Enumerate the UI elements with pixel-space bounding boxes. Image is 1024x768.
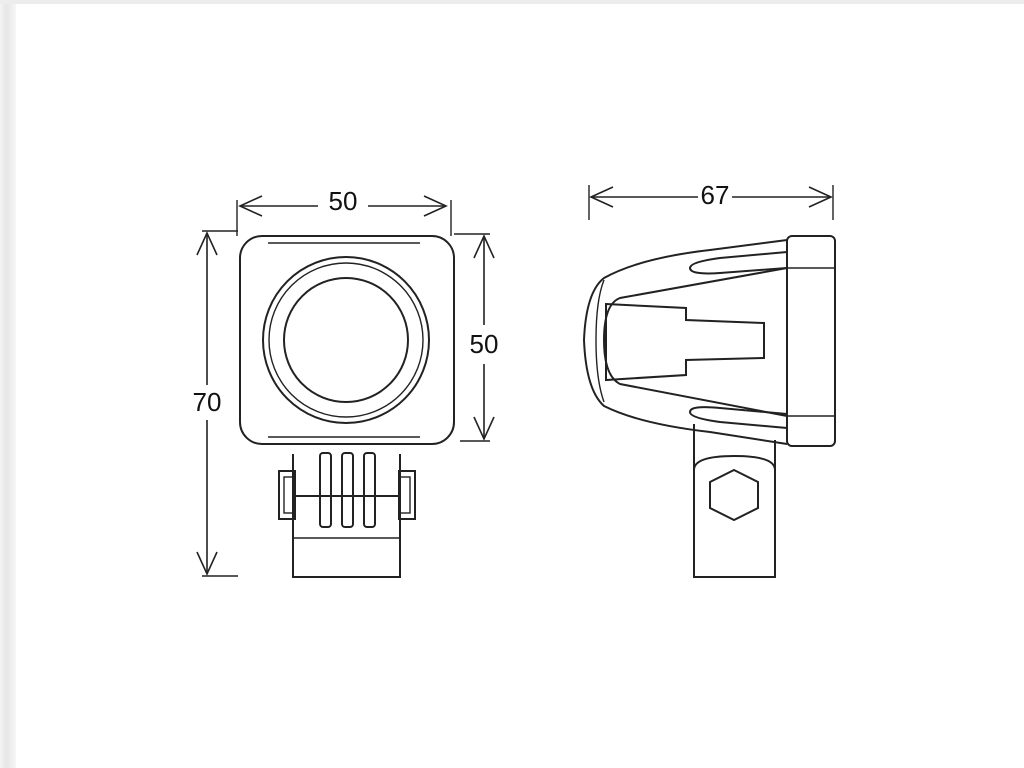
dim-front-height-arrow-bottom <box>473 416 495 441</box>
side-mount-arc <box>693 454 776 471</box>
dim-front-height-label: 50 <box>470 329 499 359</box>
side-fin-top <box>688 251 788 275</box>
top-page-edge <box>0 0 1024 4</box>
dim-side-depth-arrow-right <box>808 186 833 208</box>
dim-front-width-arrow-right <box>423 195 448 217</box>
dim-front-height: 50 <box>454 233 499 442</box>
dim-front-width-arrow-left <box>238 195 263 217</box>
side-fin-bottom <box>688 406 788 429</box>
dim-front-width-label: 50 <box>329 186 358 216</box>
side-mount-body <box>693 424 776 578</box>
dim-total-height: 70 <box>193 230 238 577</box>
dim-side-depth-label: 67 <box>701 180 730 210</box>
front-fin-1 <box>319 452 332 528</box>
front-housing <box>239 235 455 445</box>
side-inner-body <box>602 267 788 417</box>
side-body-outline <box>582 239 788 445</box>
front-lens <box>283 277 409 403</box>
left-page-edge <box>0 0 16 768</box>
side-rear-cap <box>595 279 605 403</box>
front-view <box>239 235 455 578</box>
front-bracket <box>278 452 416 578</box>
side-label-plate <box>605 302 765 382</box>
dim-side-depth: 67 <box>588 180 834 220</box>
dim-side-depth-arrow-left <box>589 186 614 208</box>
dim-front-height-arrow-top <box>473 234 495 259</box>
dim-front-width: 50 <box>236 186 452 236</box>
side-view <box>582 235 836 578</box>
dim-total-height-arrow-top <box>196 231 218 256</box>
side-mount-hex-nut <box>709 468 759 522</box>
side-bezel <box>786 235 836 447</box>
front-bracket-right-bolt <box>399 476 411 514</box>
front-bracket-body <box>292 454 401 578</box>
front-outer-ring <box>262 256 430 424</box>
dim-total-height-arrow-bottom <box>196 551 218 576</box>
dim-total-height-label: 70 <box>193 387 222 417</box>
front-fin-3 <box>363 452 376 528</box>
front-bracket-right-ear <box>398 470 416 520</box>
front-middle-ring <box>268 262 424 418</box>
front-fin-2 <box>341 452 354 528</box>
